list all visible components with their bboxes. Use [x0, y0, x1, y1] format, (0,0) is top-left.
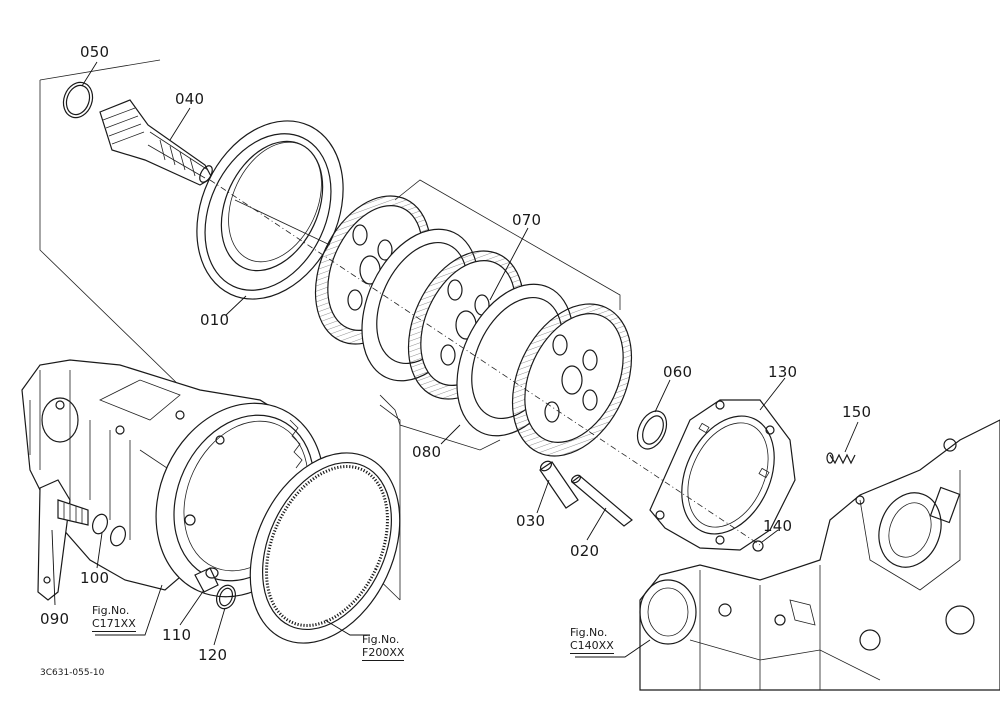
housing-c140-drawing	[640, 420, 1000, 690]
ring-120-drawing	[213, 583, 238, 612]
gasket-130-drawing	[650, 400, 795, 550]
friction-disc-070-3	[489, 285, 655, 476]
part-label-060[interactable]: 060	[663, 363, 693, 381]
part-label-040[interactable]: 040	[175, 90, 205, 108]
o-rings-100-drawing	[90, 512, 128, 548]
shaft-040-drawing	[100, 100, 215, 185]
o-ring-050-drawing	[59, 78, 98, 121]
part-label-130[interactable]: 130	[768, 363, 798, 381]
part-label-150[interactable]: 150	[842, 403, 872, 421]
part-label-070[interactable]: 070	[512, 211, 542, 229]
figure-ref-c171-prefix: Fig.No.	[92, 604, 130, 617]
lever-090-drawing	[38, 480, 88, 600]
ball-140-drawing	[753, 541, 763, 551]
figure-ref-c171-code: C171XX	[92, 617, 136, 632]
piston-010-drawing	[169, 97, 371, 323]
spring-150-drawing	[827, 453, 855, 463]
figure-ref-f200-prefix: Fig.No.	[362, 633, 400, 646]
snap-ring-060-drawing	[632, 406, 672, 453]
figure-ref-c140-prefix: Fig.No.	[570, 626, 608, 639]
leader-lines	[52, 62, 858, 657]
part-label-080[interactable]: 080	[412, 443, 442, 461]
ring-gear-f200-drawing	[221, 429, 429, 668]
part-label-100[interactable]: 100	[80, 569, 110, 587]
figure-ref-c140[interactable]: Fig.No. C140XX	[570, 626, 614, 654]
part-label-020[interactable]: 020	[570, 542, 600, 560]
rod-020-drawing	[570, 474, 632, 526]
part-label-050[interactable]: 050	[80, 43, 110, 61]
part-label-010[interactable]: 010	[200, 311, 230, 329]
fitting-110-drawing	[195, 568, 218, 592]
figure-ref-c171[interactable]: Fig.No. C171XX	[92, 604, 136, 632]
part-label-110[interactable]: 110	[162, 626, 192, 644]
figure-ref-c140-code: C140XX	[570, 639, 614, 654]
part-label-140[interactable]: 140	[763, 517, 793, 535]
document-id: 3C631-055-10	[40, 668, 105, 678]
figure-ref-f200[interactable]: Fig.No. F200XX	[362, 633, 405, 661]
part-label-030[interactable]: 030	[516, 512, 546, 530]
plate-pack-bracket	[380, 180, 620, 450]
part-label-090[interactable]: 090	[40, 610, 70, 628]
pin-030-drawing	[539, 459, 578, 508]
figure-ref-f200-code: F200XX	[362, 646, 405, 661]
part-label-120[interactable]: 120	[198, 646, 228, 664]
